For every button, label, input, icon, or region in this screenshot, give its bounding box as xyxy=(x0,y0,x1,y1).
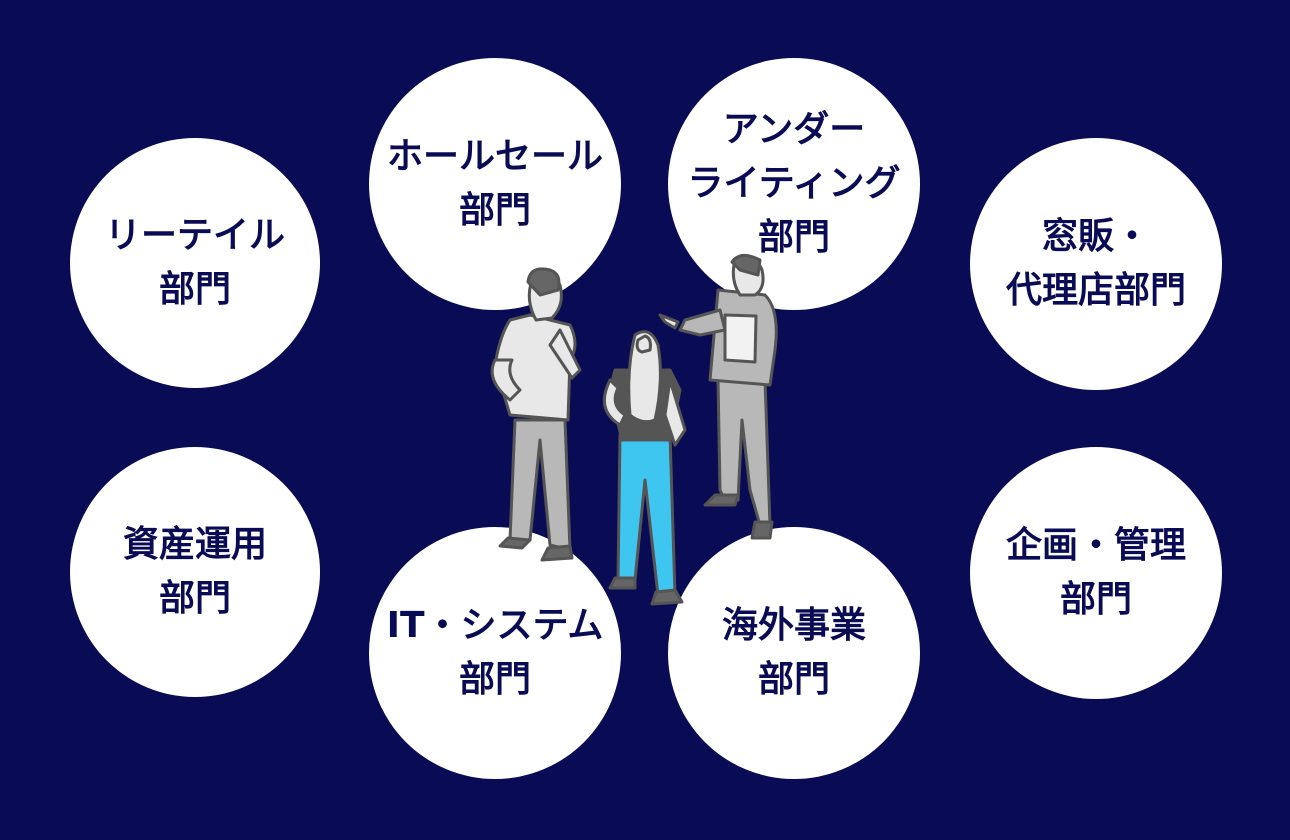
man-left-figure xyxy=(490,267,582,562)
department-label: 部門 xyxy=(458,190,531,231)
department-label: 部門 xyxy=(757,217,830,258)
department-wholesale: ホールセール 部門 xyxy=(369,58,621,310)
department-label: ライティング xyxy=(687,163,901,204)
department-label: 部門 xyxy=(458,659,531,700)
department-window-sales-agency: 窓販・ 代理店部門 xyxy=(970,138,1222,390)
department-label: アンダー xyxy=(722,109,866,150)
department-label: 海外事業 xyxy=(721,605,866,646)
department-label: IT・システム xyxy=(386,605,604,646)
woman-center-figure xyxy=(602,330,687,606)
department-label: 部門 xyxy=(158,578,231,619)
department-label: 部門 xyxy=(757,659,830,700)
department-underwriting: アンダー ライティング 部門 xyxy=(668,58,920,310)
department-retail: リーテイル 部門 xyxy=(70,138,320,388)
department-label: リーテイル xyxy=(104,215,285,256)
department-label: 窓販・ xyxy=(1041,216,1150,257)
department-label: 資産運用 xyxy=(122,524,267,565)
three-people-discussing-icon xyxy=(490,254,778,606)
department-label: 部門 xyxy=(158,269,231,310)
man-right-figure xyxy=(658,254,778,540)
department-label: 部門 xyxy=(1059,579,1132,620)
department-overseas-business: 海外事業 部門 xyxy=(668,527,920,779)
department-label: ホールセール xyxy=(386,136,603,177)
department-it-system: IT・システム 部門 xyxy=(369,527,621,779)
department-label: 代理店部門 xyxy=(1005,270,1186,311)
department-planning-management: 企画・管理 部門 xyxy=(970,447,1222,699)
department-asset-management: 資産運用 部門 xyxy=(70,447,320,697)
department-label: 企画・管理 xyxy=(1005,525,1186,566)
